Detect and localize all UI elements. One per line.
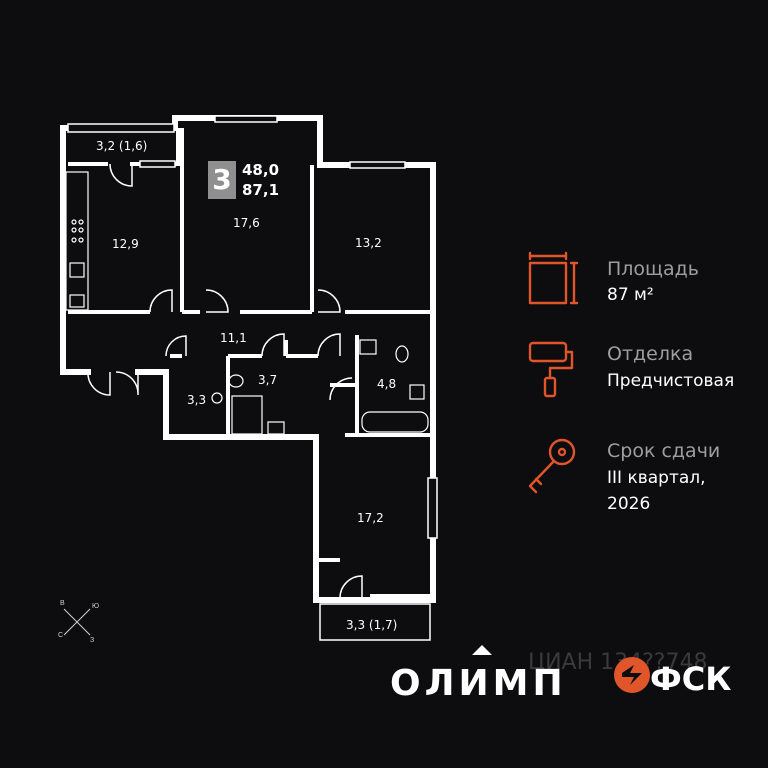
stove-burner [71, 237, 77, 243]
window [139, 160, 176, 168]
outer-wall-bottom-left [135, 369, 319, 440]
living-area-value: 48,0 [242, 161, 280, 179]
deadline-value-line1: III квартал, [607, 468, 706, 488]
window [67, 123, 175, 133]
stove-burner [71, 227, 77, 233]
compass-icon [63, 608, 91, 636]
door-swing [205, 289, 229, 313]
door-swing [329, 377, 353, 401]
door-swing [149, 289, 173, 313]
paint-roller-icon [528, 341, 574, 398]
door-swing [115, 371, 139, 396]
area-value: 87 м² [607, 285, 654, 305]
kitchen-counter [65, 171, 89, 311]
room-label-bedroom-right: 13,2 [355, 236, 382, 250]
stove-burner [78, 219, 84, 225]
toilet [395, 345, 409, 363]
logo-fsk: ФСК [650, 660, 732, 698]
kitchen-sink [69, 262, 85, 278]
finish-value: Предчистовая [607, 371, 735, 391]
room-label-balcony-top: 3,2 (1,6) [96, 139, 148, 153]
window [214, 115, 278, 123]
outer-wall [60, 115, 436, 293]
room-label-bath-middle: 3,7 [258, 373, 278, 387]
compass-north: В [60, 600, 65, 607]
area-title: Площадь [607, 258, 699, 280]
finish-title: Отделка [607, 343, 694, 365]
room-label-living-room: 17,2 [357, 511, 384, 525]
fridge [69, 294, 85, 308]
room-label-hall: 11,1 [220, 331, 247, 345]
compass-east: Ю [92, 603, 100, 610]
bath-sink [359, 339, 377, 355]
door-swing [87, 371, 111, 396]
stove-burner [71, 219, 77, 225]
deadline-title: Срок сдачи [607, 440, 721, 462]
fsk-logo-icon [614, 657, 650, 693]
compass-rose: В Ю З С [52, 597, 102, 647]
rooms-count-badge: 3 [208, 161, 236, 199]
window [427, 477, 438, 539]
outer-wall-left [60, 125, 91, 375]
room-label-bedroom-top: 17,6 [233, 216, 260, 230]
area-icon [528, 251, 579, 305]
bath-sink [409, 384, 425, 400]
shower [231, 395, 263, 435]
washer [267, 421, 285, 435]
door-swing [317, 289, 341, 313]
bath-sink [211, 392, 223, 404]
logo-olimp: ОЛИМП [390, 663, 567, 704]
room-label-balcony-bottom: 3,3 (1,7) [346, 618, 398, 632]
stove-burner [78, 227, 84, 233]
door-swing [109, 163, 133, 187]
door-swing [339, 575, 363, 599]
deadline-value-line2: 2026 [607, 494, 651, 514]
window [319, 603, 431, 641]
olimp-roof-icon [472, 645, 492, 655]
compass-south: З [90, 637, 95, 644]
toilet [228, 374, 244, 388]
total-area-value: 87,1 [242, 181, 280, 199]
door-swing [261, 333, 285, 357]
room-label-bath-left: 3,3 [187, 393, 207, 407]
compass-west: С [58, 632, 64, 639]
bathtub [361, 411, 429, 433]
outer-wall-bottom-right [313, 434, 436, 603]
room-label-bath-right: 4,8 [377, 377, 397, 391]
window [349, 161, 406, 169]
room-label-kitchen: 12,9 [112, 237, 139, 251]
door-swing [165, 335, 187, 357]
key-icon [528, 438, 576, 494]
door-swing [317, 333, 341, 357]
stove-burner [78, 237, 84, 243]
